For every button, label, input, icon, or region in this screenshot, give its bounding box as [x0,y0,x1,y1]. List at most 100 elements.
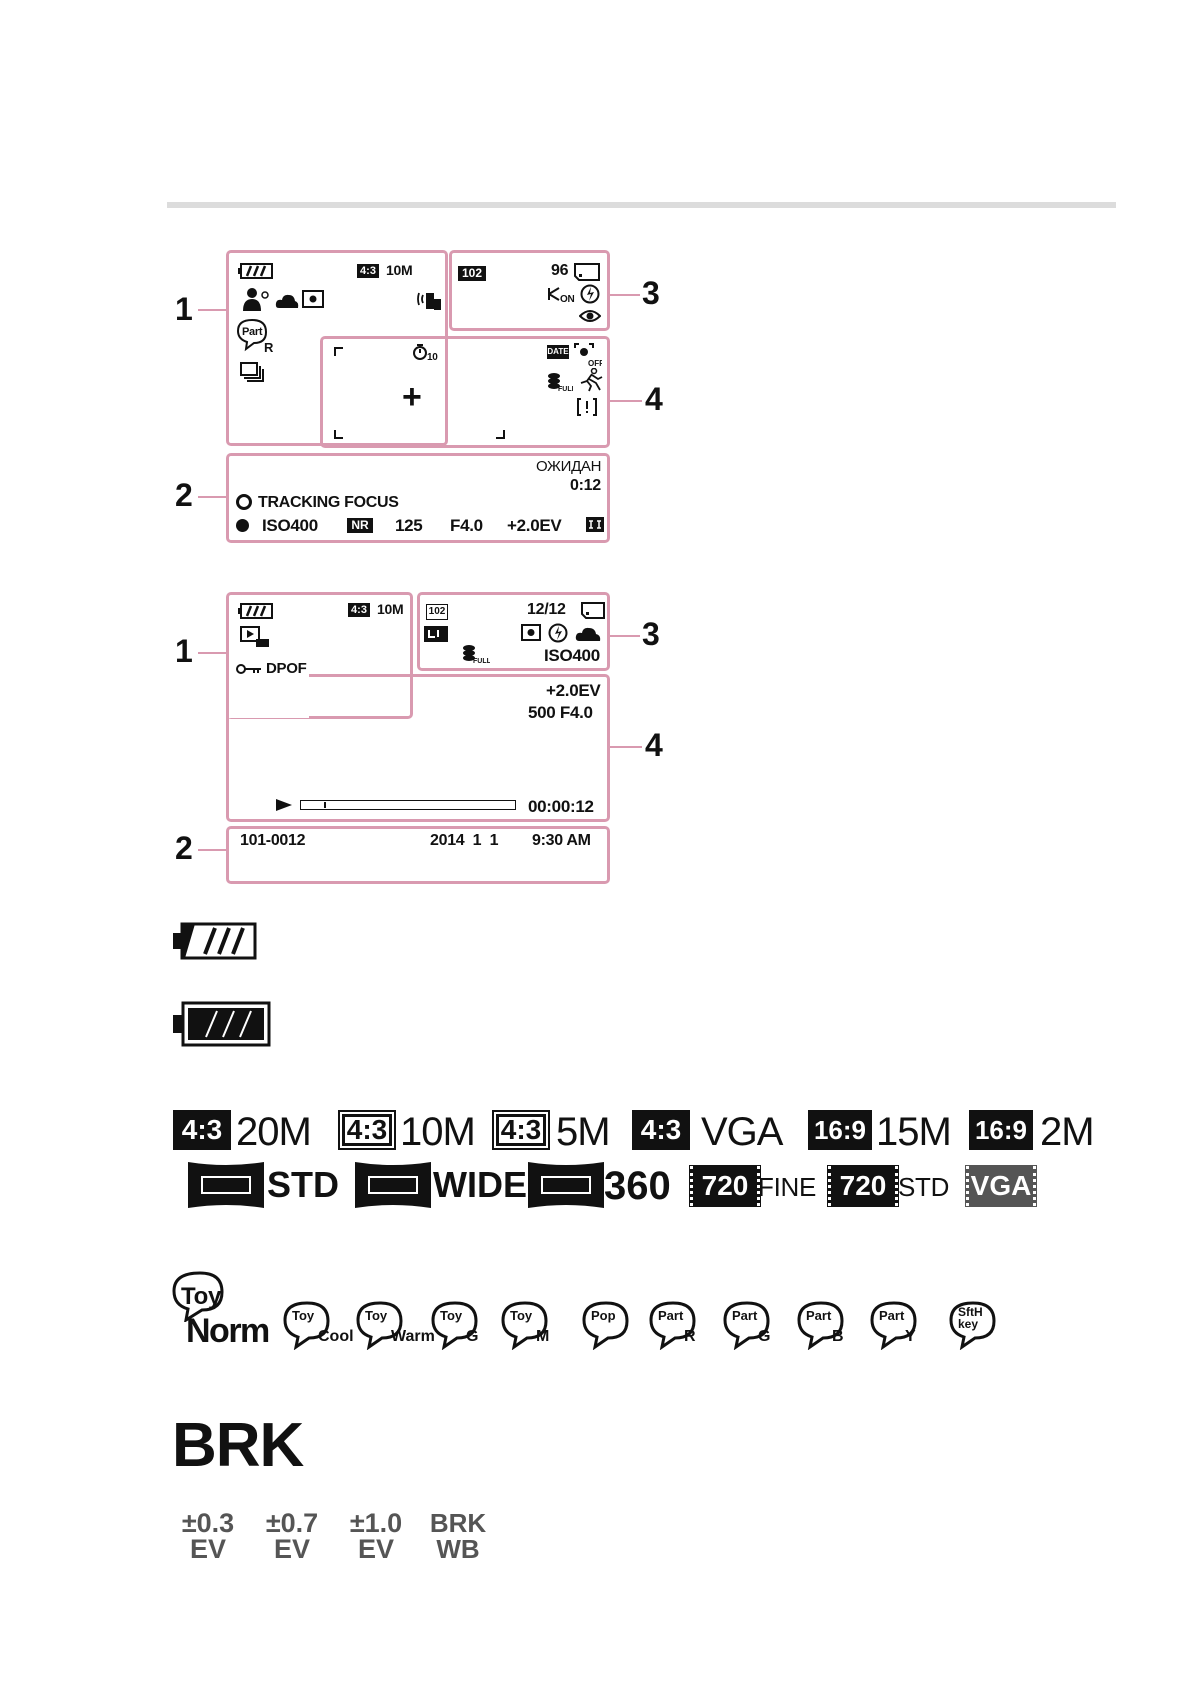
steadyshot-icon [417,292,441,310]
callout-2: 2 [175,830,193,866]
record-dot-icon [236,519,249,532]
effect-sub: Y [905,1328,916,1345]
effect-sub: Cool [318,1328,354,1345]
size-label: 15M [876,1110,952,1154]
bracket-option-top: ±0.7 [265,1508,319,1538]
noise-reduction-badge: NR [347,518,373,533]
iso-value: ISO400 [262,516,318,535]
bracket-option-bottom: EV [273,1534,311,1564]
recording-clock: 9:30 AM [532,832,591,849]
movie-size-badge: VGA [965,1165,1037,1207]
callout-line [610,294,640,296]
effect-label: Part [879,1308,905,1323]
callout-2: 2 [175,477,193,513]
date-imprint-badge: DATE [547,345,569,359]
callout-line [198,652,226,654]
bracket-option-top: ±0.3 [181,1508,235,1538]
movie-size-badge: 720 [689,1165,761,1207]
callout-3: 3 [642,616,660,652]
effect-sub: G [758,1328,771,1345]
callout-line [198,496,226,498]
effect-label: Toy [181,1283,221,1310]
panel-2 [226,826,610,884]
partial-color-sub: R [264,340,274,355]
bracket-option: ±0.3 EV [170,1508,246,1564]
panel-3 [449,250,610,331]
bracket-option: ±0.7 EV [254,1508,330,1564]
tracking-focus-label: TRACKING FOCUS [258,494,399,511]
callout-1: 1 [175,291,193,327]
cloudy-icon [275,294,299,308]
panel-2 [226,453,610,543]
svg-text:FULL: FULL [473,658,490,664]
partial-color-r-icon [236,318,268,352]
section-divider [167,202,1116,208]
aspect-badge: 4:3 [632,1110,690,1150]
shots-remaining: 96 [551,262,569,279]
aspect-badge: 4:3 [492,1110,550,1150]
callout-4: 4 [645,727,663,763]
callout-line [610,400,642,402]
iso-value: ISO400 [544,646,600,665]
callout-line [610,635,640,637]
effect-label: Toy [510,1308,533,1323]
print-icon [424,626,448,642]
svg-text:FULL: FULL [558,386,573,392]
effect-label: Part [806,1308,832,1323]
sports-mode-icon [580,368,603,392]
face-detect-off-icon: OFF [574,343,602,367]
playback-progress-bar[interactable] [300,800,516,810]
effect-bubble-icon [949,1301,996,1351]
effect-bubble-icon [283,1301,330,1351]
shutter-aperture: 500 F4.0 [528,703,593,722]
panel-1-cover [229,674,309,718]
af-frame-bl [334,430,343,439]
size-label: 10M [400,1110,476,1154]
effect-icon: Pop [581,1300,643,1356]
effect-bubble-icon [356,1301,403,1351]
warning-card-icon [577,398,597,416]
callout-line [610,746,642,748]
effect-label: SftH key [958,1305,983,1331]
size-label: 5M [556,1110,611,1154]
ae-on-label: ON [560,294,575,305]
playback-progress-marker [323,802,326,808]
playback-time: 00:00:12 [528,797,594,816]
effect-bubble-icon [797,1301,844,1351]
recording-time: 0:12 [570,477,601,494]
effect-icon: SftH key [948,1300,1010,1356]
memory-card-icon [574,263,600,281]
callout-line [198,309,226,311]
effect-bubble-icon [582,1301,629,1351]
battery-full-icon [173,1001,271,1047]
movie-quality-label: FINE [758,1172,817,1202]
shutter-speed: 125 [395,516,423,535]
effect-label: Part [658,1308,684,1323]
effect-sub: M [536,1328,550,1345]
exposure-value: +2.0EV [507,516,562,535]
panel-3 [417,592,610,671]
bracket-option-bottom: WB [436,1534,480,1564]
panorama-label: STD [267,1164,339,1205]
dpof-label: DPOF [266,660,307,677]
aspect-badge: 4:3 [338,1110,396,1150]
file-number: 101-0012 [240,832,306,849]
bracket-option-bottom: EV [189,1534,227,1564]
effect-label: Pop [591,1308,616,1323]
scene-person-icon [243,288,269,311]
effect-sub: Warm [391,1328,435,1345]
memory-full-icon: FULL [463,645,490,664]
size-label: VGA [701,1110,783,1154]
size-label: 20M [236,1110,312,1154]
panorama-label: WIDE [433,1164,527,1205]
partial-color-label: Part [242,326,263,338]
self-timer-value: 10 [427,352,438,363]
af-frame-br [496,430,505,439]
